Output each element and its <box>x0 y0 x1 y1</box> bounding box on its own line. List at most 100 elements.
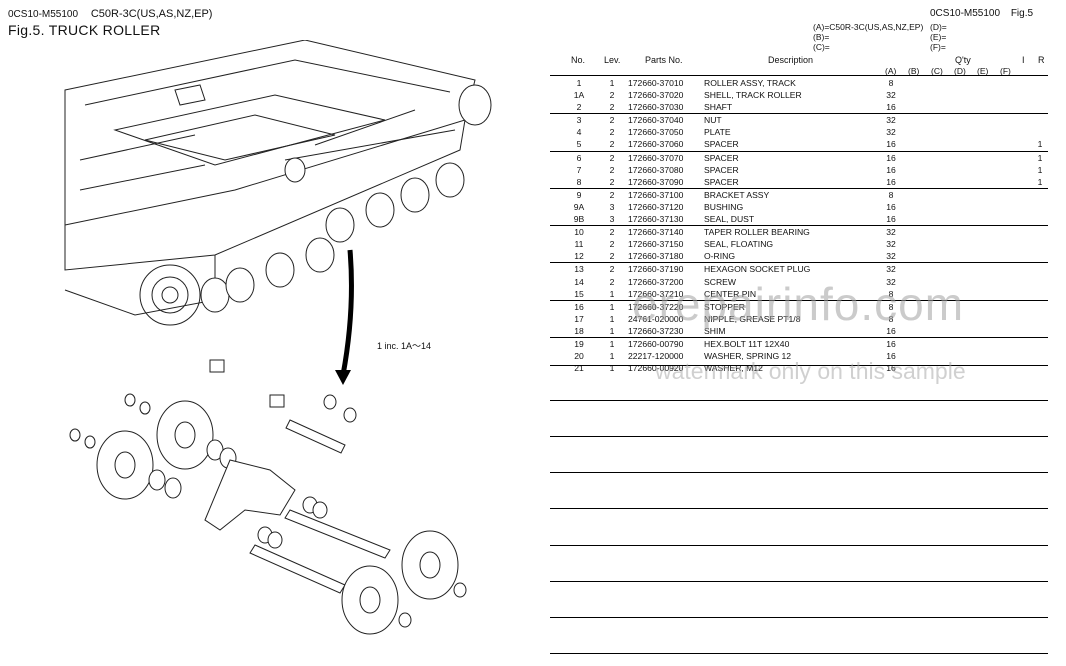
track-roller-row <box>200 84 492 313</box>
row-qty-a: 16 <box>886 338 896 349</box>
row-no: 1A <box>573 90 585 101</box>
row-description: ROLLER ASSY, TRACK <box>704 78 796 88</box>
row-no: 12 <box>574 251 584 262</box>
header-rule <box>550 75 1048 76</box>
row-description: SPACER <box>704 152 739 163</box>
col-header-part-no: Parts No. <box>645 55 683 65</box>
row-level: 1 <box>609 288 615 299</box>
row-description: HEXAGON SOCKET PLUG <box>704 264 811 275</box>
row-part-number: 172660-37040 <box>628 115 684 126</box>
row-no: 7 <box>576 164 582 175</box>
row-part-number: 172660-37200 <box>628 276 684 287</box>
row-r: 1 <box>1037 164 1043 175</box>
row-part-number: 172660-37120 <box>628 201 684 212</box>
row-description: TAPER ROLLER BEARING <box>704 227 810 238</box>
row-no: 15 <box>574 288 584 299</box>
row-qty-a: 16 <box>886 351 896 362</box>
row-description: NUT <box>704 115 722 126</box>
row-part-number: 172660-37090 <box>628 176 684 187</box>
row-qty-a: 16 <box>886 139 896 150</box>
row-no: 6 <box>576 152 582 163</box>
figure-title: Fig.5. TRUCK ROLLER <box>8 22 161 38</box>
row-level: 3 <box>609 214 615 225</box>
row-description: WASHER, SPRING 12 <box>704 351 792 362</box>
row-description: O-RING <box>704 251 736 262</box>
truck-roller-diagram: 1 inc. 1A～14 <box>64 40 492 635</box>
row-qty-a: 32 <box>886 251 896 262</box>
row-qty-a: 32 <box>886 239 896 250</box>
blank-rule <box>550 472 1048 473</box>
row-level: 1 <box>609 78 615 88</box>
row-qty-a: 16 <box>886 363 896 374</box>
row-level: 2 <box>609 264 615 275</box>
row-description: HEX.BOLT 11T 12X40 <box>704 338 790 349</box>
header-left: 0CS10-M55100 C50R-3C(US,AS,NZ,EP) <box>8 8 212 20</box>
row-no: 21 <box>574 363 584 374</box>
row-no: 2 <box>576 102 582 113</box>
qty-col-c: (C) <box>931 66 943 76</box>
row-description: SHAFT <box>704 102 733 113</box>
row-part-number: 172660-37070 <box>628 152 684 163</box>
row-no: 14 <box>574 276 584 287</box>
row-part-number: 172660-37060 <box>628 139 684 150</box>
blank-rule <box>550 545 1048 546</box>
blank-rule <box>550 400 1048 401</box>
col-header-lev: Lev. <box>604 55 621 65</box>
col-header-qty: Q'ty <box>955 55 971 65</box>
model-name: C50R-3C(US,AS,NZ,EP) <box>90 8 213 20</box>
row-level: 2 <box>609 251 615 262</box>
qty-col-d: (D) <box>954 66 966 76</box>
row-level: 2 <box>609 102 615 113</box>
row-qty-a: 32 <box>886 276 896 287</box>
row-level: 2 <box>609 276 615 287</box>
row-r: 1 <box>1037 176 1043 187</box>
row-part-number: 172660-37190 <box>628 264 684 275</box>
row-qty-a: 16 <box>886 176 896 187</box>
row-part-number: 22217-120000 <box>628 351 684 362</box>
watermark-main: erepairinfo.com <box>632 278 965 330</box>
row-qty-a: 32 <box>886 227 896 238</box>
row-qty-a: 8 <box>888 313 894 324</box>
pointer-arrow <box>335 249 354 385</box>
row-no: 16 <box>574 301 584 312</box>
row-description: SEAL, FLOATING <box>704 239 774 250</box>
row-no: 19 <box>574 338 584 349</box>
legend-e: (E)= <box>930 32 947 42</box>
row-no: 9A <box>573 201 585 212</box>
row-level: 1 <box>609 313 615 324</box>
row-no: 4 <box>576 127 582 138</box>
legend-d: (D)= <box>930 22 947 32</box>
row-no: 9B <box>573 214 585 225</box>
figure-ref: Fig.5 <box>1010 8 1034 19</box>
row-description: PLATE <box>704 127 731 138</box>
row-qty-a: 8 <box>888 301 894 312</box>
qty-col-a: (A) <box>885 66 897 76</box>
row-no: 11 <box>574 239 584 250</box>
watermark-sub: watermark only on this sample <box>655 358 966 384</box>
row-description: SEAL, DUST <box>704 214 755 225</box>
col-header-no: No. <box>571 55 586 65</box>
blank-rule <box>550 365 1048 366</box>
row-level: 1 <box>609 301 615 312</box>
row-no: 20 <box>574 351 584 362</box>
row-qty-a: 16 <box>886 164 896 175</box>
row-part-number: 172660-37080 <box>628 164 684 175</box>
qty-col-b: (B) <box>908 66 920 76</box>
row-description: SPACER <box>704 164 739 175</box>
row-level: 2 <box>609 139 615 150</box>
row-part-number: 172660-37150 <box>628 239 684 250</box>
